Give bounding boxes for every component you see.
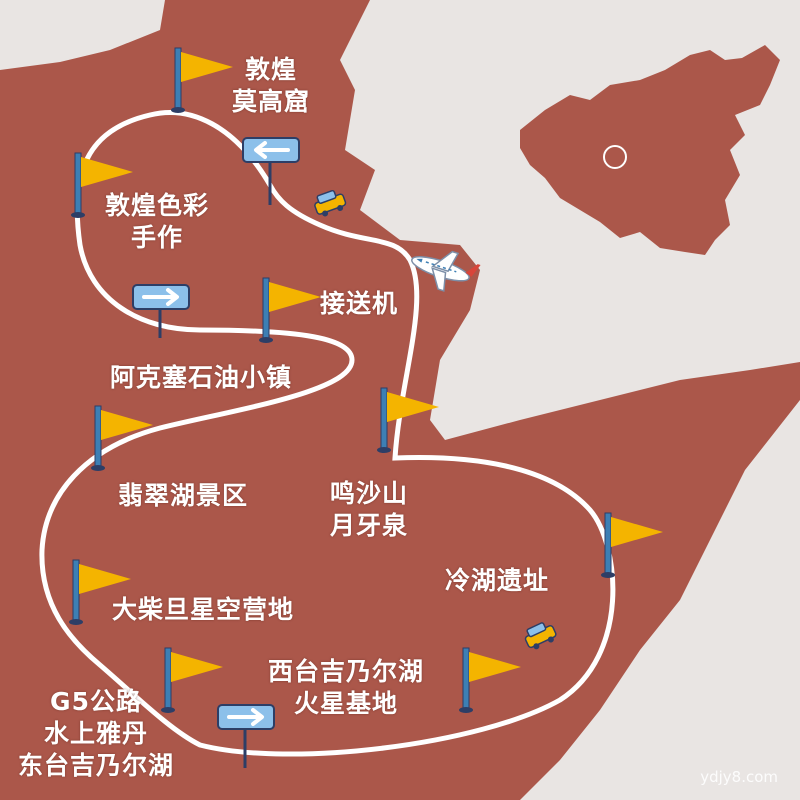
car-icon <box>314 189 347 217</box>
label-airport-transfer: 接送机 <box>320 289 399 318</box>
flag-icon <box>91 405 153 471</box>
label-mingsha: 鸣沙山 月牙泉 <box>330 479 409 540</box>
label-dunhuang-mogao: 敦煌 莫高窟 <box>232 55 311 116</box>
label-dachaidan-camp: 大柴旦星空营地 <box>112 595 295 624</box>
arrow-sign-icon <box>217 704 275 768</box>
flag-icon <box>69 559 131 625</box>
arrow-sign-icon <box>132 284 190 338</box>
flag-icon <box>601 512 663 578</box>
label-lenghu-ruins: 冷湖遗址 <box>445 566 550 595</box>
arrow-sign-icon <box>242 137 300 205</box>
china-map-icon <box>520 45 780 255</box>
label-dunhuang-color: 敦煌色彩 手作 <box>105 191 210 252</box>
label-emerald-lake: 翡翠湖景区 <box>118 481 249 510</box>
flag-icon <box>161 647 223 713</box>
airplane-icon <box>411 250 481 292</box>
flag-icon <box>259 277 321 343</box>
flag-icon <box>459 647 521 713</box>
watermark-text: ydjy8.com <box>700 768 778 786</box>
label-xitai-mars: 西台吉乃尔湖 火星基地 <box>268 657 425 718</box>
label-g5-dongtai: G5公路 水上雅丹 东台吉乃尔湖 <box>18 687 175 780</box>
flag-icon <box>71 152 133 218</box>
car-icon <box>524 622 557 650</box>
flag-icon <box>377 387 439 453</box>
label-aksay-town: 阿克塞石油小镇 <box>110 363 293 392</box>
flag-icon <box>171 47 233 113</box>
location-circle-icon <box>603 145 627 169</box>
